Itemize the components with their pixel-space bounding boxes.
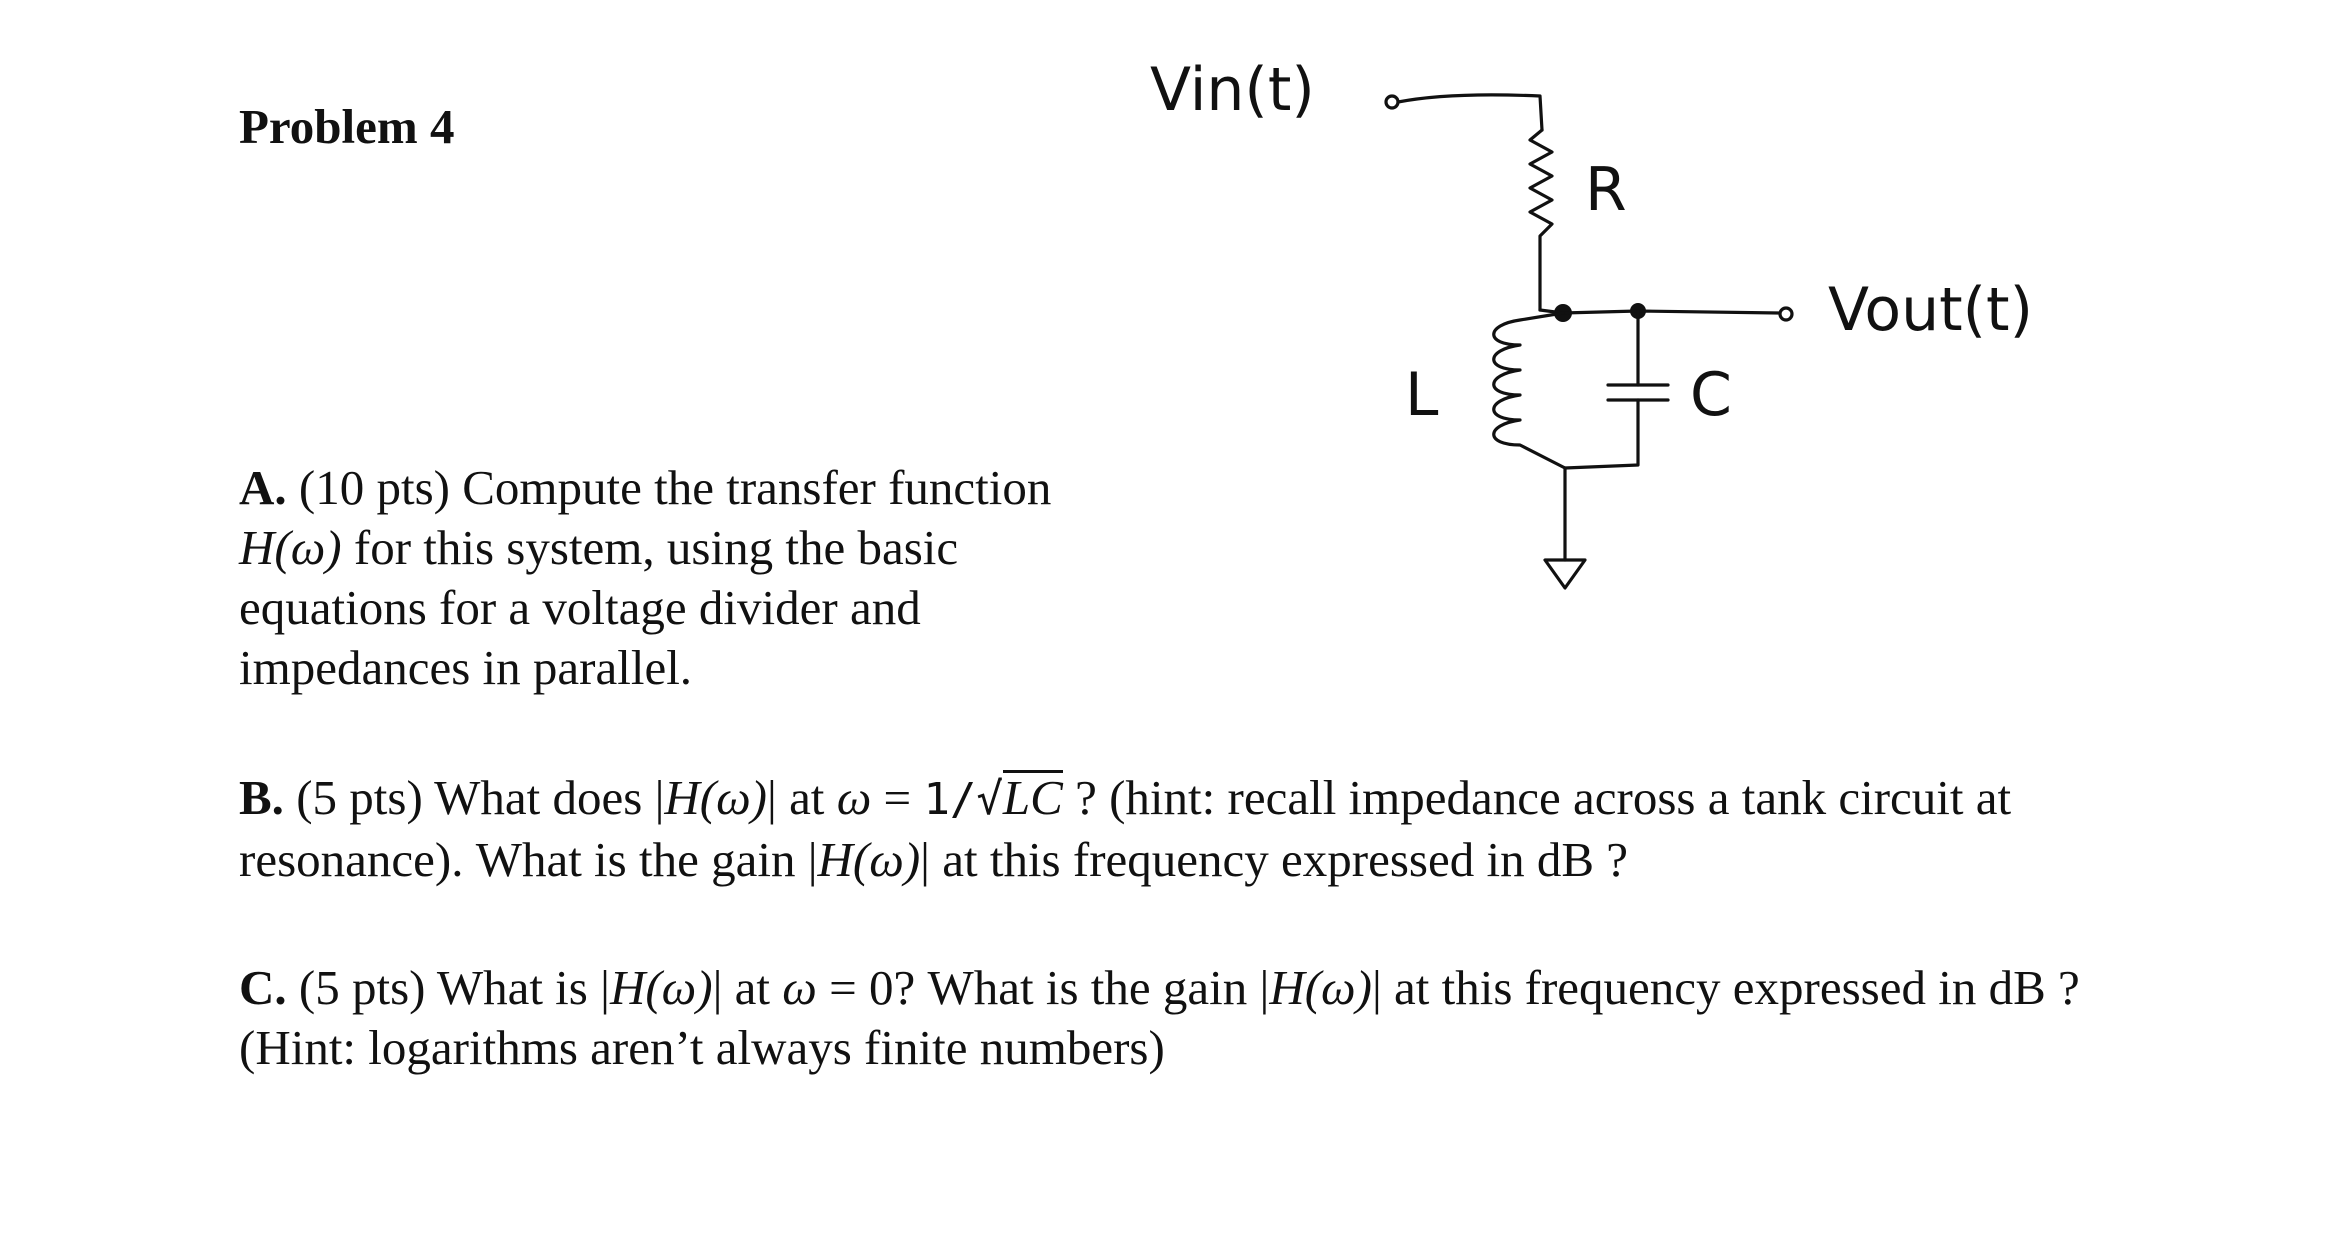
vout-terminal bbox=[1778, 306, 1794, 322]
part-b-omega: ω bbox=[836, 770, 872, 825]
part-c-rest: | at this frequency expressed in dB ? (H… bbox=[239, 960, 2080, 1075]
part-a-label: A. bbox=[239, 460, 287, 515]
part-a-points: (10 pts) Compute the transfer function bbox=[286, 460, 1052, 515]
rlc-circuit-diagram: Vin(t) R Vout(t) L C bbox=[1150, 55, 2033, 590]
part-c-question: C. (5 pts) What is |H(ω)| at ω = 0? What… bbox=[239, 958, 2189, 1078]
vin-terminal bbox=[1384, 94, 1400, 110]
part-b-lc: LC bbox=[1002, 770, 1063, 825]
vin-label: Vin(t) bbox=[1150, 55, 1315, 125]
part-b-abs-close: | bbox=[767, 770, 777, 825]
part-a-function: H(ω) bbox=[239, 520, 342, 575]
problem-title: Problem 4 bbox=[239, 99, 455, 154]
resistor-label: R bbox=[1585, 155, 1627, 225]
part-b-question: B. (5 pts) What does |H(ω)| at ω = 1/√LC… bbox=[239, 768, 2189, 890]
vin-wire bbox=[1396, 93, 1544, 132]
part-b-abs-open: | bbox=[654, 770, 665, 825]
part-c-label: C. bbox=[239, 960, 287, 1015]
part-b-one-over-sqrt: 1/√ bbox=[923, 774, 1003, 825]
part-b-rest: ? (hint: recall impedance across a tank … bbox=[239, 770, 2012, 887]
part-c-function-2: H(ω) bbox=[1269, 960, 1372, 1015]
part-b-rest-2: | at this frequency expressed in dB ? bbox=[920, 832, 1629, 887]
resistor-symbol bbox=[1528, 128, 1554, 312]
part-c-points: (5 pts) What is | bbox=[286, 960, 610, 1015]
part-a-question: A. (10 pts) Compute the transfer functio… bbox=[239, 458, 1139, 698]
part-b-label: B. bbox=[239, 770, 284, 825]
ground-symbol bbox=[1543, 558, 1587, 590]
vout-label: Vout(t) bbox=[1828, 275, 2033, 345]
output-wire bbox=[1538, 308, 1782, 315]
capacitor-label: C bbox=[1690, 360, 1732, 430]
part-c-function: H(ω) bbox=[609, 960, 713, 1015]
part-c-omega: ω bbox=[782, 960, 817, 1015]
part-b-points: (5 pts) What does bbox=[283, 770, 655, 825]
inductor-label: L bbox=[1405, 360, 1439, 430]
part-b-function-2: H(ω) bbox=[817, 832, 921, 887]
part-a-rest: for this system, using the basic equatio… bbox=[239, 520, 959, 695]
capacitor-bottom-wire bbox=[1563, 398, 1640, 470]
inductor-symbol bbox=[1492, 311, 1567, 470]
part-b-equals: = bbox=[871, 770, 924, 825]
part-b-function: H(ω) bbox=[664, 770, 767, 825]
part-b-at: at bbox=[776, 770, 837, 825]
part-c-at: | at bbox=[712, 960, 783, 1015]
part-c-equals: = 0? What is the gain | bbox=[816, 960, 1270, 1015]
